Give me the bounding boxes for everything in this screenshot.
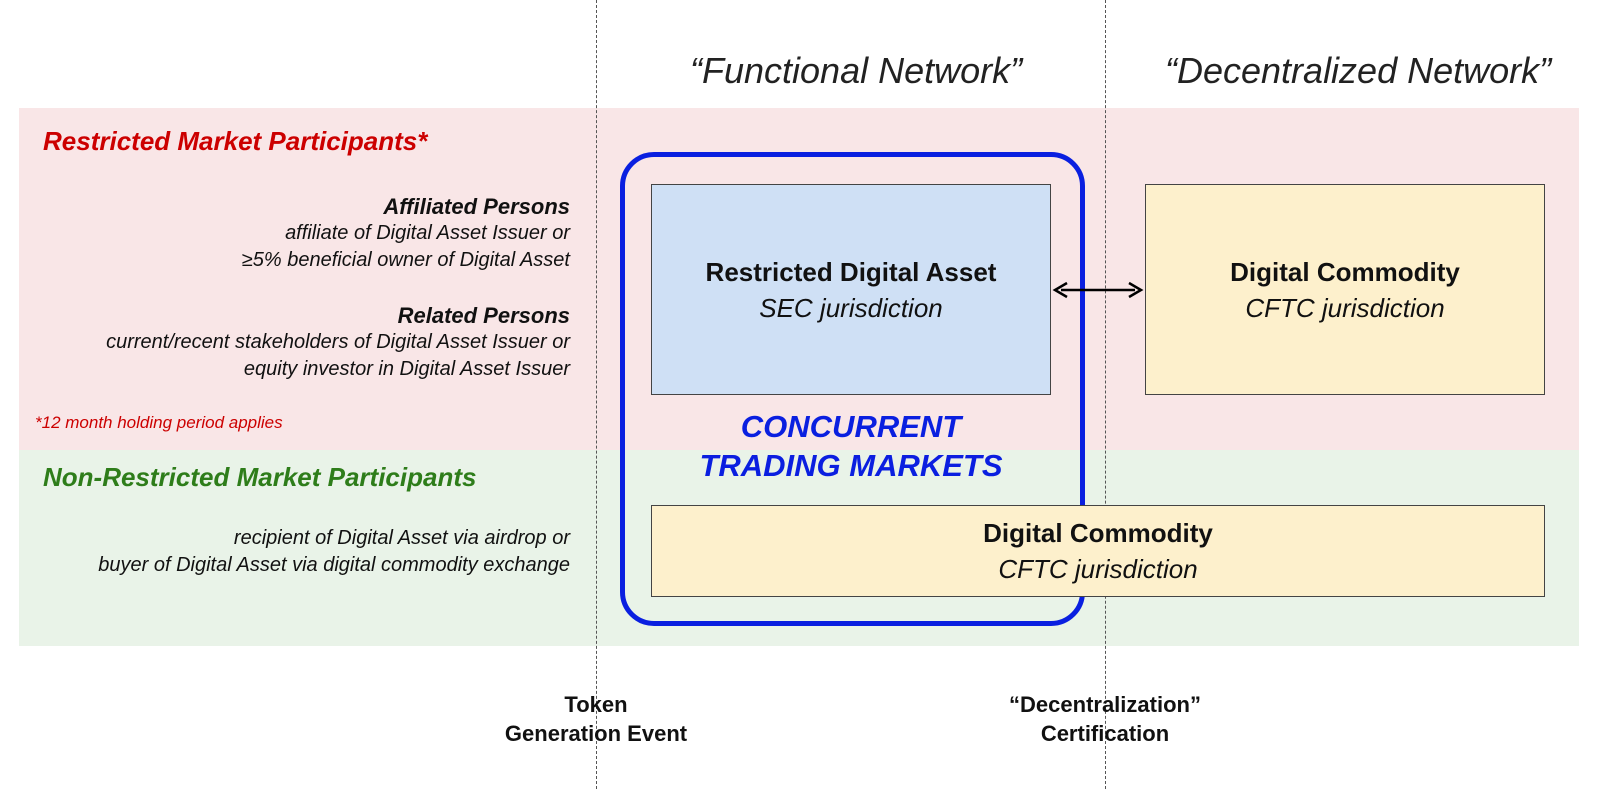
restricted-digital-asset-title: Restricted Digital Asset [705, 256, 997, 287]
digital-commodity-box-bottom: Digital Commodity CFTC jurisdiction [651, 505, 1545, 597]
decentralization-certification-label: “Decentralization” Certification [955, 690, 1255, 748]
decentralized-network-header: “Decentralized Network” [1165, 50, 1552, 91]
related-persons-line1: current/recent stakeholders of Digital A… [106, 331, 570, 353]
related-persons-title: Related Persons [397, 303, 570, 328]
related-persons-block: Related Persons current/recent stakehold… [106, 302, 570, 383]
digital-commodity-box-top: Digital Commodity CFTC jurisdiction [1145, 184, 1545, 395]
decentralization-line [1105, 0, 1106, 789]
holding-period-note: *12 month holding period applies [35, 413, 283, 432]
affiliated-persons-line2: ≥5% beneficial owner of Digital Asset [241, 249, 570, 271]
affiliated-persons-line1: affiliate of Digital Asset Issuer or [285, 222, 570, 244]
restricted-digital-asset-box: Restricted Digital Asset SEC jurisdictio… [651, 184, 1051, 395]
non-restricted-block: recipient of Digital Asset via airdrop o… [98, 525, 570, 579]
digital-commodity-top-jurisdiction: CFTC jurisdiction [1245, 292, 1445, 323]
token-generation-line [596, 0, 597, 789]
double-arrow-icon [1052, 281, 1144, 299]
non-restricted-section-title: Non-Restricted Market Participants [43, 462, 477, 492]
token-generation-line2: Generation Event [504, 721, 688, 746]
affiliated-persons-block: Affiliated Persons affiliate of Digital … [242, 193, 570, 274]
decentralization-line2: Certification [1040, 721, 1170, 746]
token-generation-line1: Token [564, 692, 628, 717]
non-restricted-line2: buyer of Digital Asset via digital commo… [98, 554, 570, 576]
digital-commodity-bottom-title: Digital Commodity [983, 518, 1213, 548]
related-persons-line2: equity investor in Digital Asset Issuer [243, 358, 570, 380]
concurrent-label-line2: TRADING MARKETS [699, 448, 1003, 483]
token-generation-event-label: Token Generation Event [446, 690, 746, 748]
restricted-section-title: Restricted Market Participants* [43, 126, 428, 156]
non-restricted-line1: recipient of Digital Asset via airdrop o… [233, 527, 570, 549]
concurrent-label-line1: CONCURRENT [740, 409, 962, 444]
concurrent-trading-markets-label: CONCURRENT TRADING MARKETS [651, 407, 1051, 485]
restricted-digital-asset-jurisdiction: SEC jurisdiction [759, 292, 943, 323]
decentralization-line1: “Decentralization” [1009, 692, 1201, 717]
digital-commodity-top-title: Digital Commodity [1230, 256, 1460, 287]
functional-network-header: “Functional Network” [690, 50, 1023, 91]
digital-commodity-bottom-jurisdiction: CFTC jurisdiction [998, 554, 1198, 584]
affiliated-persons-title: Affiliated Persons [383, 194, 570, 219]
concurrent-trading-markets-outline [620, 152, 1085, 626]
